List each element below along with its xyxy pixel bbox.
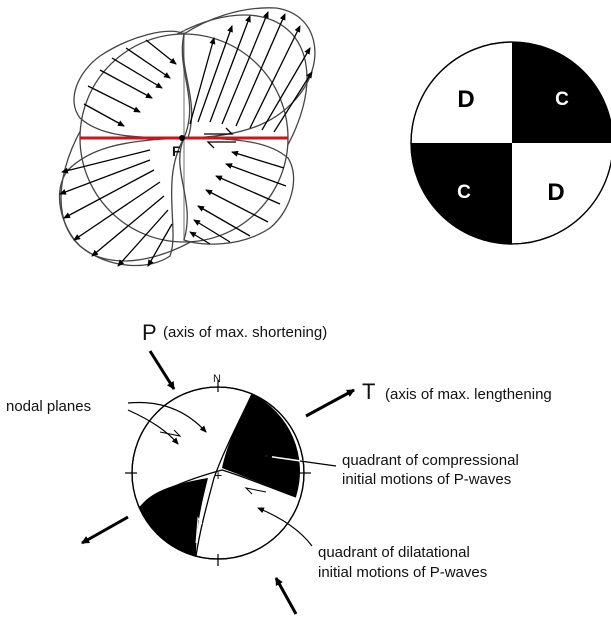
dilatational-label-line-2: initial motions of P-waves (318, 564, 487, 581)
p-axis-letter: P (142, 320, 157, 345)
nodal-planes-label: nodal planes (6, 398, 91, 415)
nodal-plane-2 (138, 469, 297, 509)
arrows-outward-sw (59, 149, 173, 267)
fault-label: F (172, 143, 181, 159)
quadrant-label-lower-right: D (547, 179, 564, 206)
lobe-lower-right (179, 137, 295, 245)
t-axis-arrow-top (305, 388, 355, 418)
compass-ticks (125, 380, 311, 566)
center-plus: + (214, 467, 222, 483)
t-axis-letter: T (362, 379, 375, 404)
lobe-lower-left (58, 137, 186, 267)
compressional-quadrant-upper-right (222, 394, 300, 497)
t-axis-description: (axis of max. lengthening (385, 386, 552, 403)
quadrant-label-upper-right: C (555, 89, 569, 110)
slip-sense-symbol (204, 127, 236, 149)
quadrant-beachball-panel: D C C D (410, 41, 611, 245)
compressional-label-line-2: initial motions of P-waves (342, 471, 511, 488)
quadrant-label-upper-left: D (457, 86, 474, 113)
quadrant-upper-right-fill (512, 42, 611, 143)
nodal-plane-1 (195, 393, 253, 557)
compressional-quadrant-lower-left (139, 478, 208, 556)
arrows-inward-se (189, 150, 287, 245)
north-label: N (213, 373, 221, 385)
dilatational-label-line-1: quadrant of dilatational (318, 544, 470, 561)
arrows-inward-nw (83, 39, 177, 127)
p-axis-description: (axis of max. shortening) (163, 324, 327, 341)
nodal-planes-pointer-1 (127, 401, 207, 433)
annotated-beachball-panel: + N P (axis of max. shortening) T (axis … (6, 320, 552, 615)
p-axis-arrow-top (148, 350, 176, 390)
arrows-outward-ne (189, 11, 313, 133)
radiation-pattern-panel: F (58, 7, 316, 267)
dilatational-pointer (257, 507, 313, 547)
t-axis-arrow-bottom (81, 515, 129, 545)
p-axis-arrow-bottom (274, 577, 298, 615)
quadrant-label-lower-left: C (457, 182, 471, 203)
quadrant-lower-left-fill (411, 143, 512, 244)
lobe-upper-left (73, 30, 191, 139)
nodal-planes-pointer-2 (127, 409, 179, 445)
fault-center-dot (179, 135, 185, 141)
compressional-label-line-1: quadrant of compressional (342, 452, 519, 469)
lobe-upper-right (182, 7, 316, 139)
